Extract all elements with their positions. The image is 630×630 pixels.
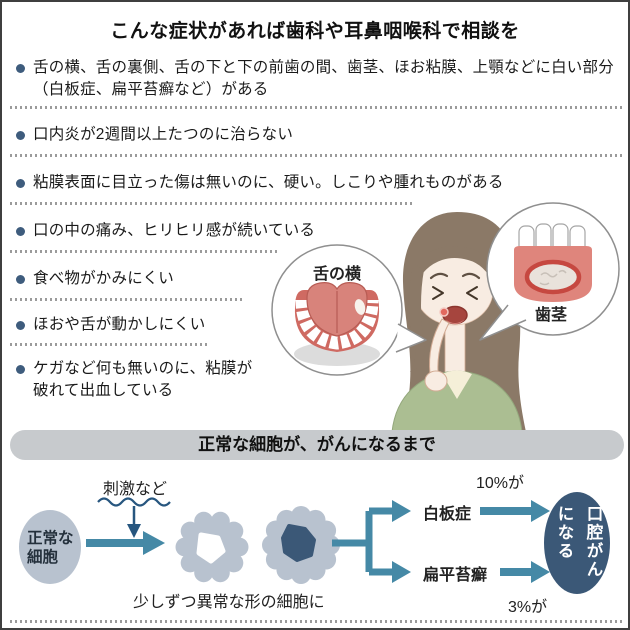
leukoplakia-label: 白板症 xyxy=(423,506,472,523)
bullet-icon xyxy=(16,179,25,188)
symptom-item-3: 粘膜表面に目立った傷は無いのに、硬い。しこりや腫れものがある xyxy=(16,172,504,194)
symptom-text: ケガなど何も無いのに、粘膜が 破れて出血している xyxy=(33,360,253,399)
process-diagram xyxy=(19,492,610,594)
bullet-icon xyxy=(16,275,25,284)
symptom-item-5: 食べ物がかみにくい xyxy=(16,268,174,290)
dotted-separator xyxy=(10,202,415,205)
illustration: 舌の横 歯茎 xyxy=(271,202,620,433)
dotted-separator xyxy=(10,298,242,301)
stimulus-label: 刺激など xyxy=(103,481,168,498)
dotted-separator xyxy=(10,106,624,109)
flow-arrow xyxy=(86,531,165,555)
dotted-separator xyxy=(10,343,208,346)
symptom-text: 舌の横、舌の裏側、舌の下と下の前歯の間、歯茎、ほお粘膜、上顎などに白い部分 （白… xyxy=(33,59,614,98)
symptom-text: 口の中の痛み、ヒリヒリ感が続いている xyxy=(33,222,316,239)
outcome-oval xyxy=(544,492,610,594)
outcome-label: 口腔がんになる xyxy=(555,505,602,579)
cell-hole xyxy=(196,532,226,564)
bullet-icon xyxy=(16,365,25,374)
tongue-bubble: 舌の横 xyxy=(271,244,427,376)
symptom-item-1: 舌の横、舌の裏側、舌の下と下の前歯の間、歯茎、ほお粘膜、上顎などに白い部分 （白… xyxy=(16,57,614,101)
branch-arrows xyxy=(332,500,550,583)
tongue-label: 舌の横 xyxy=(313,264,362,283)
chin-shadow xyxy=(294,342,380,366)
dotted-separator-bottom xyxy=(10,620,624,623)
symptom-text: 粘膜表面に目立った傷は無いのに、硬い。しこりや腫れものがある xyxy=(33,174,504,191)
gums-label: 歯茎 xyxy=(535,305,567,324)
lichen-planus-label: 扁平苔癬 xyxy=(423,567,488,584)
lower-teeth xyxy=(295,299,379,350)
process-caption: 少しずつ異常な形の細胞に xyxy=(133,594,325,611)
bullet-icon xyxy=(16,64,25,73)
page-title: こんな症状があれば歯科や耳鼻咽喉科で相談を xyxy=(110,21,520,42)
abnormal-cell-1 xyxy=(175,511,249,583)
symptom-text: 口内炎が2週間以上たつのに治らない xyxy=(33,126,294,143)
symptom-item-6: ほおや舌が動かしにくい xyxy=(16,314,205,336)
process-header: 正常な細胞が、がんになるまで xyxy=(10,430,624,460)
rate-10-label: 10%が xyxy=(476,475,525,492)
dotted-separator xyxy=(10,154,624,157)
symptom-item-2: 口内炎が2週間以上たつのに治らない xyxy=(16,124,293,146)
normal-cell xyxy=(19,510,81,584)
gums-bubble: 歯茎 xyxy=(479,202,620,341)
symptom-item-4: 口の中の痛み、ヒリヒリ感が続いている xyxy=(16,220,315,242)
symptom-text: ほおや舌が動かしにくい xyxy=(33,316,206,333)
dark-nucleus xyxy=(281,524,316,562)
symptom-item-7: ケガなど何も無いのに、粘膜が 破れて出血している xyxy=(16,358,252,402)
abnormal-cell-2 xyxy=(262,506,340,584)
bullet-icon xyxy=(16,131,25,140)
stimulus-arrow xyxy=(97,497,171,538)
bullet-icon xyxy=(16,227,25,236)
bullet-icon xyxy=(16,321,25,330)
symptom-text: 食べ物がかみにくい xyxy=(33,270,174,287)
normal-cell-label: 正常な 細胞 xyxy=(27,530,74,566)
dotted-separator xyxy=(10,250,278,253)
rate-3-label: 3%が xyxy=(508,599,548,616)
white-lesion xyxy=(354,299,366,315)
